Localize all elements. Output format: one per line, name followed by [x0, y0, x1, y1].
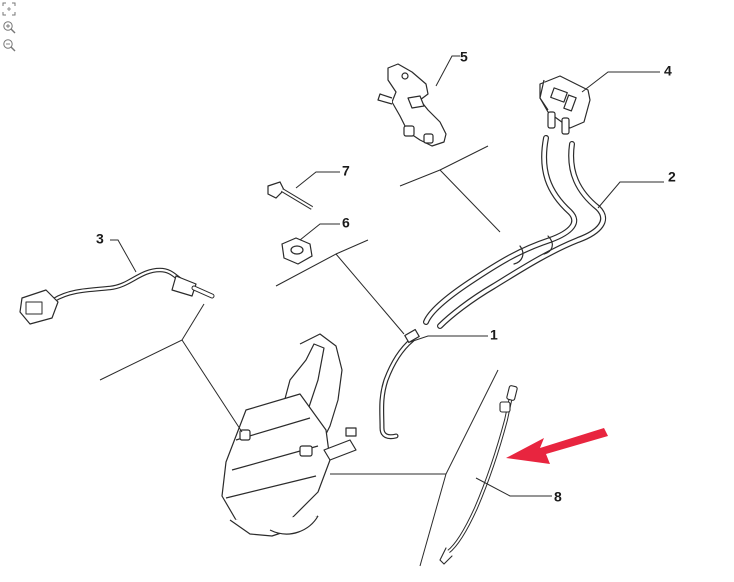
callout-1: 1 — [490, 327, 498, 343]
part-4-pressure-sensor[interactable] — [539, 75, 591, 135]
callout-4: 4 — [664, 63, 672, 79]
callout-8: 8 — [554, 489, 562, 505]
callout-7: 7 — [342, 163, 350, 179]
part-8-oxygen-sensor[interactable] — [439, 385, 518, 565]
part-7-bolt[interactable] — [267, 181, 314, 210]
zoom-toolbar — [2, 2, 20, 54]
zoom-in-icon[interactable] — [2, 20, 18, 36]
part-6-nut[interactable] — [281, 237, 313, 265]
fit-to-screen-icon[interactable] — [2, 2, 18, 18]
part-3-temperature-sensor[interactable] — [19, 267, 215, 325]
catalytic-converter-assembly — [221, 333, 357, 537]
zoom-out-icon[interactable] — [2, 38, 18, 54]
callout-2: 2 — [668, 169, 676, 185]
leader-lines — [99, 55, 664, 567]
callout-5: 5 — [460, 49, 468, 65]
highlight-arrow — [506, 428, 608, 464]
part-1-rigid-pipe[interactable] — [379, 328, 420, 440]
callout-3: 3 — [96, 231, 104, 247]
part-2-hose-assembly[interactable] — [423, 135, 607, 329]
callout-6: 6 — [342, 215, 350, 231]
callout-labels: 1 2 3 4 5 6 7 8 — [96, 49, 676, 505]
part-5-bracket[interactable] — [377, 63, 447, 147]
